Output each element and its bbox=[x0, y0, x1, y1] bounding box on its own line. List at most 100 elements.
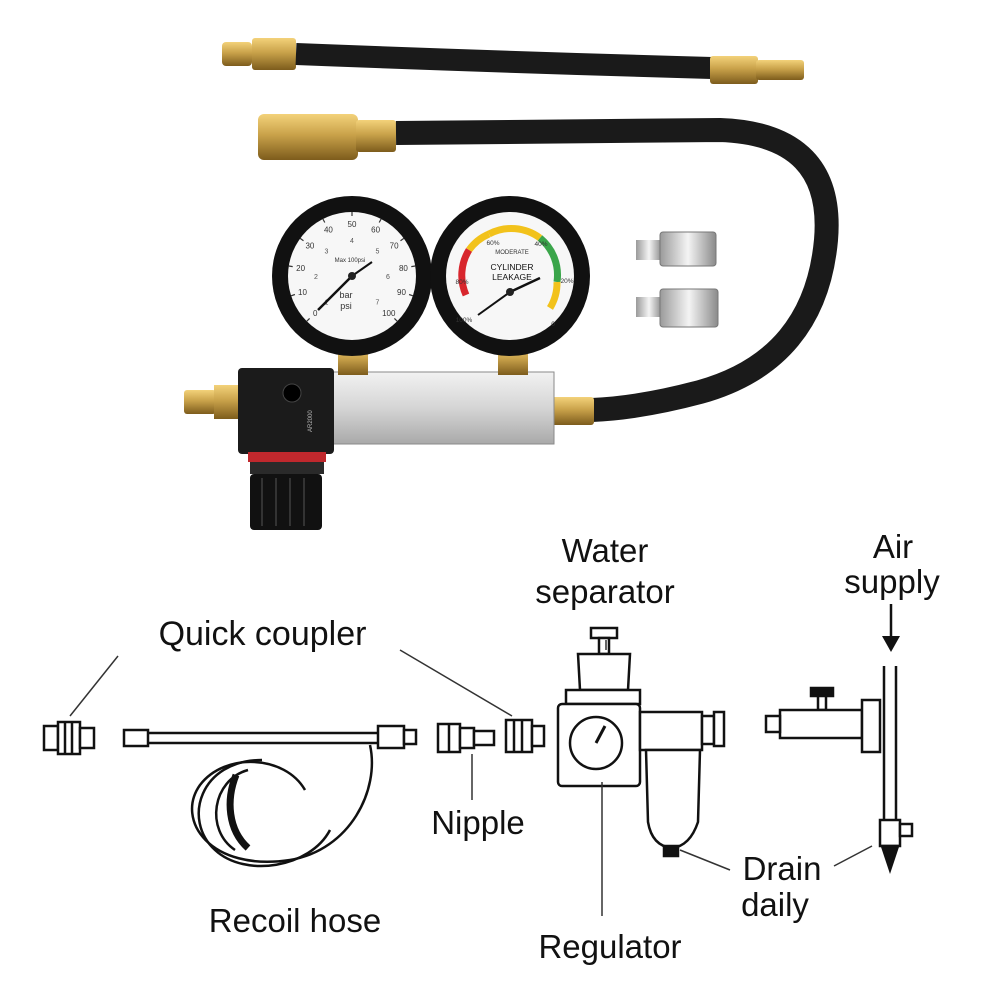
knob-ridges bbox=[261, 478, 305, 526]
left-gauge-bar-tick-label: 4 bbox=[350, 238, 354, 245]
leader-drain-right bbox=[833, 845, 873, 867]
left-gauge-max-text: Max 100psi bbox=[335, 258, 366, 264]
high-leak-zone-red bbox=[458, 248, 473, 297]
left-gauge-bar-tick-label: 6 bbox=[386, 274, 390, 281]
left-gauge-tick-label: 0 bbox=[313, 309, 318, 318]
aluminum-manifold bbox=[331, 371, 555, 445]
right-gauge-needle bbox=[509, 276, 541, 294]
short-hose-assembly bbox=[222, 38, 804, 84]
label-supply: supply bbox=[844, 563, 940, 600]
left-gauge-tick-label: 90 bbox=[397, 288, 406, 297]
regulator-model-text: AR2000 bbox=[308, 410, 314, 432]
schematic-filter-regulator bbox=[556, 626, 726, 858]
left-gauge-tick-mark bbox=[411, 265, 416, 268]
left-gauge-tick-label: 50 bbox=[348, 220, 357, 229]
left-gauge-tick-label: 20 bbox=[296, 264, 305, 273]
long-hose-assembly bbox=[258, 114, 839, 425]
adapter-2-body bbox=[659, 288, 719, 328]
moderate-zone-band bbox=[487, 225, 543, 241]
left-gauge-tick-label: 30 bbox=[305, 241, 314, 250]
regulator-gauge-port bbox=[282, 383, 302, 403]
left-gauge-pivot bbox=[348, 272, 356, 280]
left-gauge-tick-label: 80 bbox=[399, 264, 408, 273]
short-hose-left-fitting bbox=[222, 42, 252, 66]
right-tick-80: 80% bbox=[455, 279, 468, 286]
left-gauge-tick-mark bbox=[378, 218, 382, 223]
left-gauge-tick-mark bbox=[400, 237, 405, 242]
low-zone-yellow bbox=[546, 281, 561, 310]
adapter-1-body bbox=[659, 231, 717, 267]
left-gauge-unit-psi: psi bbox=[340, 301, 352, 311]
regulator-body bbox=[238, 368, 334, 454]
left-gauge-tick-label: 10 bbox=[298, 288, 307, 297]
label-daily: daily bbox=[741, 886, 809, 923]
long-hose-ferrule bbox=[356, 120, 396, 152]
leakage-gauge: MODERATE CYLINDER LEAKAGE 60% 40% 20% 0 … bbox=[430, 196, 590, 356]
schematic-quick-coupler-right bbox=[504, 718, 546, 754]
right-tick-20: 20% bbox=[560, 278, 573, 285]
left-gauge-tick-label: 70 bbox=[390, 241, 399, 250]
right-gauge-band-label: MODERATE bbox=[495, 250, 529, 256]
long-hose-end-fitting bbox=[550, 397, 594, 425]
left-gauge-tick-mark bbox=[290, 293, 296, 297]
left-gauge-tick-mark bbox=[288, 265, 293, 268]
label-quick-coupler: Quick coupler bbox=[158, 615, 367, 653]
leader-quick-coupler-right bbox=[399, 649, 513, 717]
right-gauge-title-line1: CYLINDER bbox=[491, 262, 534, 272]
right-tick-40: 40% bbox=[534, 241, 547, 248]
right-gauge-pivot bbox=[506, 288, 514, 296]
label-nipple: Nipple bbox=[431, 804, 525, 841]
low-leak-zone-green bbox=[537, 235, 561, 283]
label-air: Air bbox=[872, 528, 914, 565]
label-regulator: Regulator bbox=[538, 928, 682, 965]
left-gauge-bar-tick-label: 3 bbox=[325, 249, 329, 256]
left-gauge-tick-mark bbox=[322, 218, 326, 223]
long-hose-body bbox=[395, 117, 839, 422]
leader-drain-left bbox=[679, 849, 731, 871]
left-gauge-tick-mark bbox=[299, 237, 304, 242]
left-gauge-tick-mark bbox=[408, 293, 414, 297]
regulator-inlet-nipple bbox=[184, 390, 216, 414]
left-gauge-tick-mark bbox=[393, 317, 398, 322]
schematic-quick-coupler-left bbox=[42, 720, 96, 756]
left-gauge-needle-head bbox=[351, 261, 373, 277]
regulator-photo: AR2000 bbox=[184, 368, 334, 530]
right-tick-0: 0 bbox=[551, 321, 555, 328]
label-drain: Drain bbox=[742, 850, 822, 887]
left-gauge-tick-label: 60 bbox=[371, 226, 380, 235]
left-gauge-bar-tick-label: 5 bbox=[376, 249, 380, 256]
schematic-air-supply-pipe bbox=[764, 666, 914, 874]
left-gauge-tick-mark bbox=[306, 317, 311, 322]
left-gauge-tick-label: 40 bbox=[324, 226, 333, 235]
pressure-gauge: 01020304050607080901001234567 Max 100psi… bbox=[272, 196, 432, 356]
left-gauge-tick-label: 100 bbox=[382, 309, 396, 318]
left-gauge-needle bbox=[317, 275, 353, 311]
leader-quick-coupler-left bbox=[69, 655, 119, 717]
short-hose-right-ferrule bbox=[710, 56, 758, 84]
left-gauge-unit-bar: bar bbox=[339, 290, 352, 300]
regulator-adjust-knob bbox=[250, 474, 322, 530]
schematic-recoil-hose bbox=[122, 724, 418, 868]
right-gauge-needle-tail bbox=[477, 291, 511, 316]
right-tick-60: 60% bbox=[486, 240, 499, 247]
regulator-inlet-fitting bbox=[214, 385, 240, 419]
label-water: Water bbox=[561, 532, 649, 569]
adapter-2-thread bbox=[636, 297, 662, 317]
left-gauge-bar-tick-label: 7 bbox=[376, 300, 380, 307]
right-tick-100: 100% bbox=[456, 317, 473, 324]
schematic-nipple bbox=[436, 722, 496, 754]
adapter-1-thread bbox=[636, 240, 662, 260]
label-recoil-hose: Recoil hose bbox=[208, 902, 382, 939]
regulator-red-ring bbox=[248, 452, 326, 462]
left-gauge-bar-tick-label: 2 bbox=[314, 274, 318, 281]
moderate-zone-yellow bbox=[466, 230, 491, 253]
quick-coupler-photo bbox=[258, 114, 358, 160]
adapter-fittings bbox=[636, 231, 719, 328]
air-supply-arrow bbox=[882, 604, 900, 652]
leader-lines bbox=[69, 640, 873, 916]
short-hose-body bbox=[295, 43, 713, 79]
schematic-water-bowl bbox=[644, 748, 702, 850]
short-hose-right-nipple bbox=[756, 60, 804, 80]
